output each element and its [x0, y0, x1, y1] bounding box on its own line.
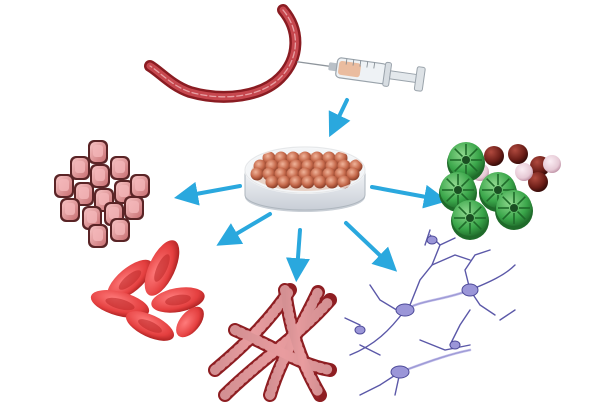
muscle-fibers — [208, 283, 337, 402]
epithelial-cell — [124, 196, 144, 220]
arrow-dish-to-secretory — [370, 184, 449, 209]
dish-cell — [346, 167, 360, 181]
epithelial-cell — [110, 156, 130, 180]
epithelial-cell — [74, 182, 94, 206]
dish-cell — [265, 175, 279, 189]
epithelial-cells — [54, 140, 150, 248]
arrow-dish-to-muscle — [285, 228, 310, 283]
culture-dish — [244, 146, 366, 212]
rbc — [107, 259, 153, 301]
dish-cell — [277, 175, 291, 189]
syringe — [296, 57, 426, 92]
green-cell — [451, 200, 489, 240]
arrow-syringe-to-dish — [328, 98, 351, 138]
rbc — [151, 287, 205, 313]
rbc — [144, 240, 180, 296]
epithelial-cell — [54, 174, 74, 198]
red-blood-cells — [90, 240, 205, 341]
neurons — [344, 229, 516, 396]
muscle-fiber-strand — [144, 4, 302, 103]
dish-cell — [250, 167, 264, 181]
epithelial-cell — [88, 140, 108, 164]
brown-cell — [508, 144, 528, 164]
epithelial-cell — [70, 156, 90, 180]
dish-cell — [301, 175, 315, 189]
epithelial-cell — [90, 164, 110, 188]
brown-cell — [484, 146, 504, 166]
dish-cell-cluster — [250, 151, 363, 189]
green-cell — [495, 190, 533, 230]
dish-cell — [337, 175, 351, 189]
secretory-cells — [439, 142, 561, 240]
arrows — [173, 98, 449, 283]
pink-cell — [515, 163, 533, 181]
dish-cell — [289, 175, 303, 189]
epithelial-cell — [88, 224, 108, 248]
epithelial-cell — [114, 180, 134, 204]
dish-cell — [325, 175, 339, 189]
rbc — [176, 306, 204, 338]
pink-cell — [543, 155, 561, 173]
arrow-dish-to-epithelial — [173, 181, 242, 206]
dish-cell — [313, 175, 327, 189]
epithelial-cell — [60, 198, 80, 222]
brown-cell — [528, 172, 548, 192]
arrow-dish-to-rbc — [216, 212, 272, 246]
epithelial-cell — [110, 218, 130, 242]
neuron-soma — [354, 235, 479, 379]
rbc — [125, 311, 175, 341]
arrow-dish-to-neurons — [344, 221, 398, 272]
epithelial-cell — [130, 174, 150, 198]
rbc — [90, 290, 150, 318]
